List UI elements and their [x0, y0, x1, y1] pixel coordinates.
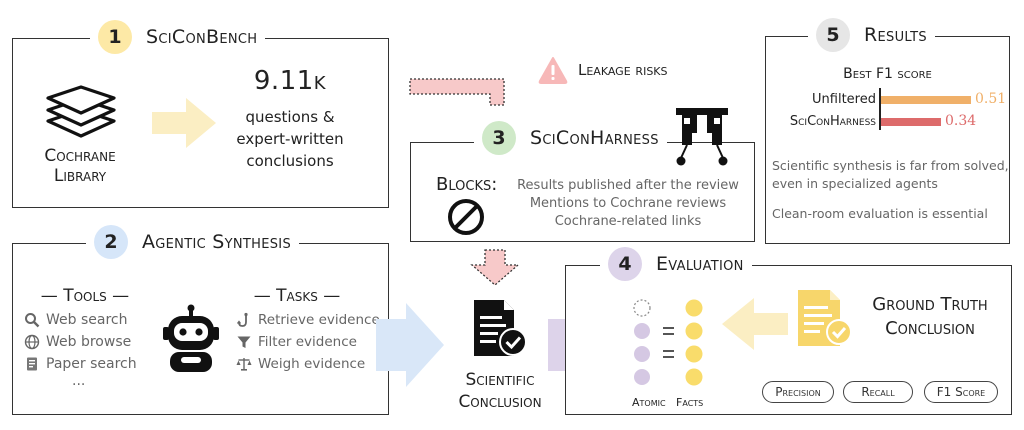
bar-label-unfiltered: Unfiltered: [812, 92, 876, 107]
fact-dot-ref: [685, 322, 703, 340]
section-title-sciconharness: SciConHarness: [530, 127, 659, 149]
library-label-line2: Library: [53, 166, 107, 186]
tools-list: Web search Web browse Paper search: [24, 309, 137, 375]
fact-dot-pred: [634, 369, 650, 385]
hook-icon: [236, 312, 248, 327]
metric-precision: Precision: [762, 381, 834, 403]
tools-header: — Tools —: [40, 286, 130, 306]
description-line1: questions &: [245, 108, 335, 126]
fact-dot-pred: [634, 346, 650, 362]
bar-value-sciconharness: 0.34: [945, 113, 977, 129]
blocked-item-3: Cochrane-related links: [554, 214, 702, 229]
fact-dot-ref: [685, 299, 703, 317]
section-title-results: Results: [864, 24, 927, 46]
atomic-facts-label: Atomic Facts: [632, 396, 704, 409]
heading-sciconharness: 3 SciConHarness: [474, 121, 667, 155]
task-item: Retrieve evidence: [236, 309, 380, 331]
tasks-list: Retrieve evidence Filter evidence Weigh …: [236, 309, 380, 375]
paper-icon: [27, 357, 37, 371]
prohibited-icon: [448, 199, 484, 235]
conclusion-label-line2: Conclusion: [458, 392, 542, 412]
ground-truth-line1: Ground Truth: [872, 294, 988, 315]
arrow-right-blue: [376, 303, 444, 387]
task-label: Filter evidence: [258, 334, 357, 350]
magnifier-icon: [25, 313, 40, 328]
conclusion-document-icon: [474, 300, 527, 356]
section-title-sciconbench: SciConBench: [146, 26, 258, 48]
task-label: Weigh evidence: [258, 356, 366, 372]
tools-more: ...: [72, 373, 86, 389]
harness-icon: [676, 108, 728, 166]
arrow-right-yellow: [152, 98, 216, 148]
ground-truth-document-icon: [798, 290, 852, 346]
heading-sciconbench: 1 SciConBench: [90, 20, 266, 54]
tasks-header: — Tasks —: [253, 286, 341, 306]
fact-dot-ref: [685, 368, 703, 386]
tool-item: Paper search: [24, 353, 137, 375]
metric-recall: Recall: [843, 381, 913, 403]
step-number-4: 4: [608, 247, 642, 281]
blocked-item-2: Mentions to Cochrane reviews: [529, 196, 727, 211]
task-item: Filter evidence: [236, 331, 380, 353]
globe-icon: [24, 334, 40, 350]
question-count: 9.11k: [253, 66, 327, 96]
section-title-agentic-synthesis: Agentic Synthesis: [142, 231, 291, 253]
description-line2: expert-written: [236, 130, 344, 148]
ground-truth-line2: Conclusion: [885, 318, 975, 339]
task-item: Weigh evidence: [236, 353, 380, 375]
bar-unfiltered: [881, 96, 971, 104]
description-line3: conclusions: [246, 152, 334, 170]
results-note-2: Clean-room evaluation is essential: [772, 206, 988, 221]
blocked-item-1: Results published after the review: [517, 178, 739, 193]
results-note-1-line2: even in specialized agents: [772, 176, 938, 191]
results-note-1-line1: Scientific synthesis is far from solved,: [772, 158, 1009, 173]
heading-evaluation: 4 Evaluation: [600, 247, 752, 281]
tool-label: Web browse: [46, 334, 132, 350]
step-number-5: 5: [816, 18, 850, 52]
fact-dot-unmatched: [633, 299, 651, 317]
heading-results: 5 Results: [808, 18, 935, 52]
arrow-left-yellow: [722, 298, 788, 350]
filter-icon: [237, 336, 251, 348]
blocks-label: Blocks:: [436, 174, 498, 195]
stacked-layers-icon: [46, 85, 116, 138]
atomic-facts-matching: [633, 299, 703, 386]
section-title-evaluation: Evaluation: [656, 253, 744, 275]
task-label: Retrieve evidence: [258, 312, 380, 328]
bar-value-unfiltered: 0.51: [975, 91, 1007, 107]
bar-chart-axis: [879, 88, 881, 130]
tool-label: Paper search: [46, 356, 137, 372]
step-number-1: 1: [98, 20, 132, 54]
conclusion-label-line1: Scientific: [465, 370, 535, 390]
tool-item: Web browse: [24, 331, 137, 353]
tool-item: Web search: [24, 309, 137, 331]
fact-dot-ref: [685, 345, 703, 363]
heading-agentic-synthesis: 2 Agentic Synthesis: [86, 225, 299, 259]
library-label-line1: Cochrane: [44, 146, 116, 166]
step-number-3: 3: [482, 121, 516, 155]
robot-icon: [163, 304, 219, 372]
bar-label-sciconharness: SciConHarness: [789, 114, 876, 129]
tool-label: Web search: [46, 312, 128, 328]
leakage-arrow: [409, 78, 505, 106]
metric-f1-score: F1 Score: [924, 381, 998, 403]
arrow-down-pink: [470, 249, 520, 286]
panel-sciconharness: [410, 142, 755, 242]
step-number-2: 2: [94, 225, 128, 259]
leakage-label: Leakage risks: [578, 61, 668, 79]
scale-icon: [236, 358, 252, 371]
bar-sciconharness: [881, 118, 941, 126]
warning-icon: [538, 57, 568, 84]
fact-dot-pred: [634, 323, 650, 339]
results-subtitle: Best F1 score: [843, 66, 932, 82]
